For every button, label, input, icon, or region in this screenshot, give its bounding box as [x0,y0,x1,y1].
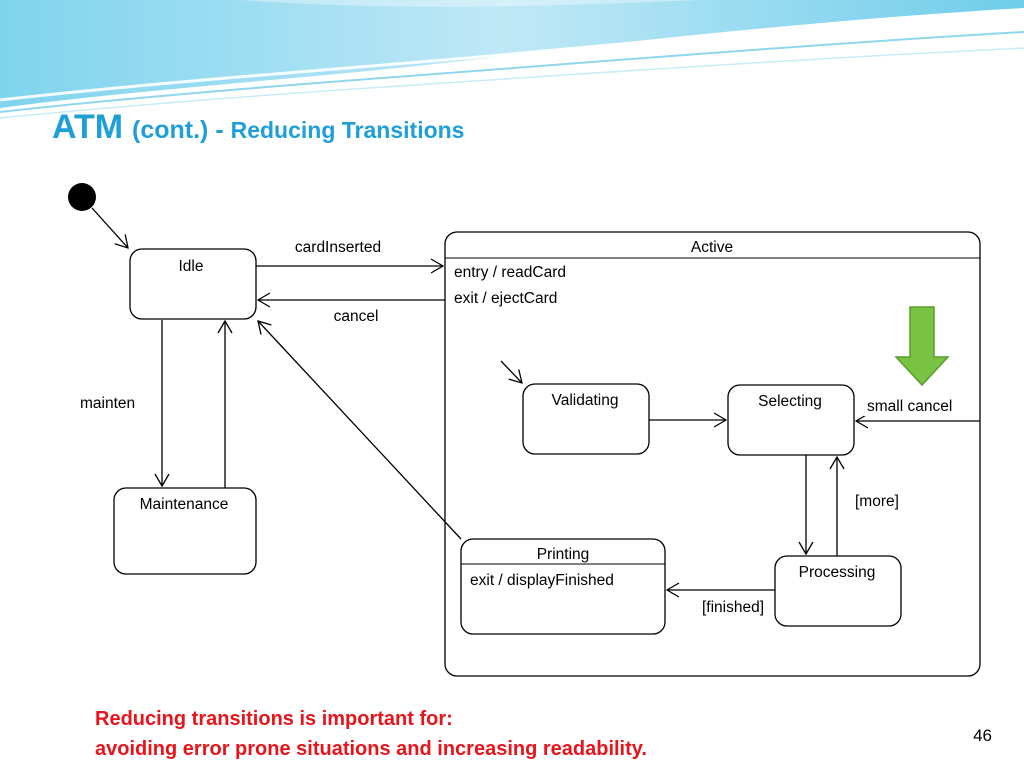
page-number: 46 [973,726,992,745]
active-entry-action: entry / readCard [454,264,566,281]
label-finished: [finished] [702,599,764,616]
transition-initial-idle [91,207,128,248]
printing-exit-action: exit / displayFinished [470,572,614,589]
initial-state-outer [68,183,96,211]
footer-line-2: avoiding error prone situations and incr… [95,738,647,760]
selecting-label: Selecting [758,393,822,410]
title-main: ATM [52,108,124,146]
label-cancel: cancel [334,308,379,325]
transition-printing-idle [258,321,462,540]
label-small-cancel-bg [864,394,974,416]
state-validating: Validating [522,383,650,455]
label-card-inserted: cardInserted [295,239,381,256]
footer-line-1: Reducing transitions is important for: [95,708,453,730]
label-more: [more] [855,493,899,510]
state-printing: Printing exit / displayFinished [460,538,666,635]
label-small-cancel: small cancel [867,398,952,415]
state-selecting: Selecting [727,384,855,456]
highlight-down-arrow-icon [894,306,950,387]
footer-note: Reducing transitions is important for: a… [95,704,647,764]
active-title: Active [691,239,733,256]
validating-label: Validating [552,392,619,409]
processing-label: Processing [799,564,876,581]
state-processing: Processing [774,555,902,627]
title-cont: (cont.) - [132,116,231,144]
active-exit-action: exit / ejectCard [454,290,557,307]
header-wave-decoration [0,0,1024,119]
idle-label: Idle [179,258,204,275]
label-mainten: mainten [80,395,135,412]
maintenance-label: Maintenance [140,496,229,513]
state-idle: Idle [129,248,257,320]
transition-initial-validating [500,360,522,383]
printing-label: Printing [537,546,590,563]
state-machine-diagram: Active entry / readCard exit / ejectCard… [68,183,981,677]
state-maintenance: Maintenance [113,487,257,575]
slide-title: ATM (cont.) - Reducing Transitions [52,108,464,147]
title-sub: Reducing Transitions [230,117,465,143]
